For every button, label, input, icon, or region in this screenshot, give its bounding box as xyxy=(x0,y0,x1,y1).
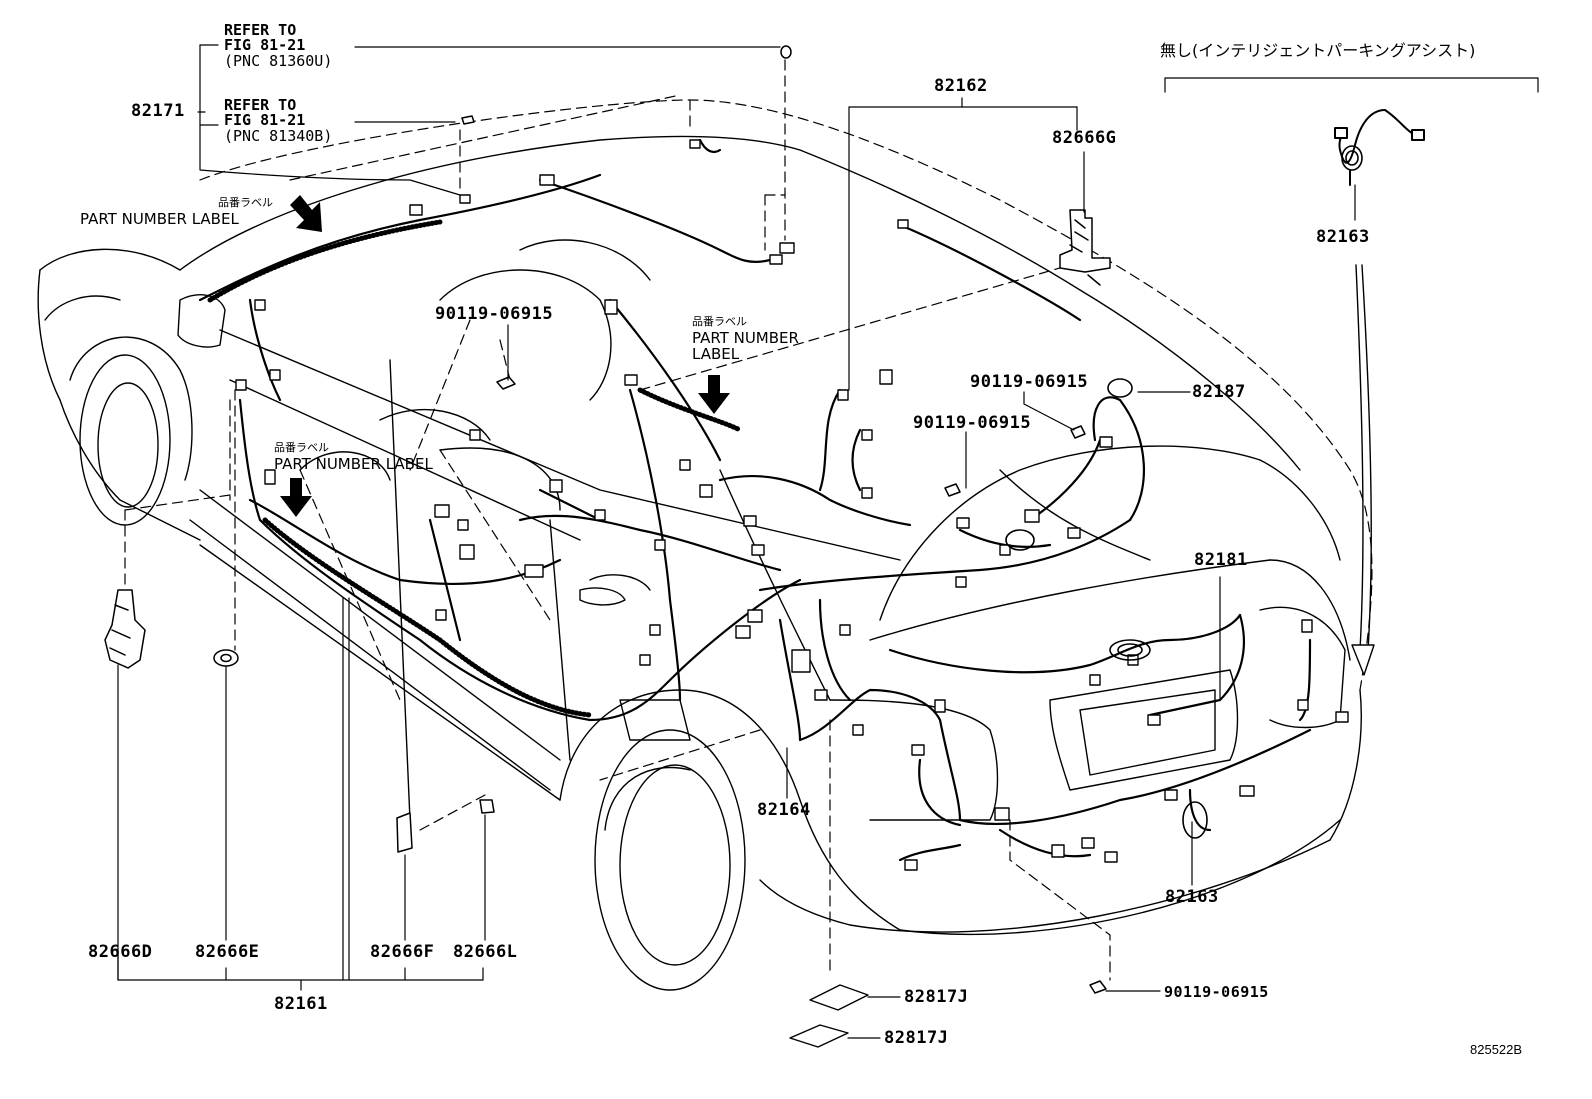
clip-82666L xyxy=(479,799,495,814)
callout-82187: 82187 xyxy=(1192,382,1246,402)
callout-82171: 82171 xyxy=(131,101,185,121)
callout-82817J-a: 82817J xyxy=(904,987,969,1007)
callout-82181: 82181 xyxy=(1194,550,1248,570)
car-body-outline xyxy=(37,135,1362,991)
connectors xyxy=(235,139,1349,871)
callout-82666G: 82666G xyxy=(1052,128,1117,148)
callout-82163-top: 82163 xyxy=(1316,227,1370,247)
clip-82666E xyxy=(213,649,239,667)
refer-line1: REFER TO xyxy=(224,21,297,39)
note-intelligent-parking-assist: 無し(インテリジェントパーキングアシスト) xyxy=(1160,41,1476,60)
plate-82666F xyxy=(396,812,413,853)
callout-90119-06915-c: 90119-06915 xyxy=(913,413,1032,433)
refer-line3: (PNC 81360U) xyxy=(224,51,333,70)
bolts-90119-06915 xyxy=(461,45,1107,994)
callout-82666F: 82666F xyxy=(370,942,435,962)
refer-line2: FIG 81-21 xyxy=(224,111,306,130)
part-number-label-2: PART NUMBER LABEL xyxy=(692,329,799,363)
callout-82163-bottom: 82163 xyxy=(1165,887,1219,907)
callout-82817J-b: 82817J xyxy=(884,1028,949,1048)
callout-90119-06915-a: 90119-06915 xyxy=(435,304,554,324)
bracket-82666D xyxy=(104,589,146,669)
grommets xyxy=(1005,145,1363,839)
install-arrow xyxy=(1351,264,1375,676)
refer-line2: FIG 81-21 xyxy=(224,36,306,55)
callout-90119-06915-b: 90119-06915 xyxy=(970,372,1089,392)
callout-82666L: 82666L xyxy=(453,942,518,962)
harness-82163-detail xyxy=(1334,109,1425,186)
callout-82666E: 82666E xyxy=(195,942,260,962)
labels-82817J xyxy=(789,984,869,1048)
refer-to-81340B: REFER TO FIG 81-21 (PNC 81340B) xyxy=(224,96,333,145)
callout-82162: 82162 xyxy=(934,76,988,96)
part-number-label-jp-2: 品番ラベル xyxy=(692,315,747,328)
callout-82164: 82164 xyxy=(757,800,811,820)
callout-90119-06915-d: 90119-06915 xyxy=(1164,983,1269,1001)
figure-code: 825522B xyxy=(1470,1042,1523,1057)
part-number-label-jp-1: 品番ラベル xyxy=(218,196,273,209)
wire-harness xyxy=(198,138,1312,862)
bracket-82666G xyxy=(1059,209,1111,286)
part-number-label-1: PART NUMBER LABEL xyxy=(80,210,239,228)
part-number-label-3: PART NUMBER LABEL xyxy=(274,455,433,473)
dashed-assembly-lines xyxy=(124,59,1373,981)
callout-82666D: 82666D xyxy=(88,942,153,962)
leader-lines xyxy=(117,44,1539,1039)
refer-line1: REFER TO xyxy=(224,96,297,114)
refer-line3: (PNC 81340B) xyxy=(224,126,333,145)
part-number-label-jp-3: 品番ラベル xyxy=(274,441,329,454)
black-arrows xyxy=(280,195,730,517)
dotted-harness-section xyxy=(207,219,743,718)
callout-82161: 82161 xyxy=(274,994,328,1014)
refer-to-81360U: REFER TO FIG 81-21 (PNC 81360U) xyxy=(224,21,333,70)
